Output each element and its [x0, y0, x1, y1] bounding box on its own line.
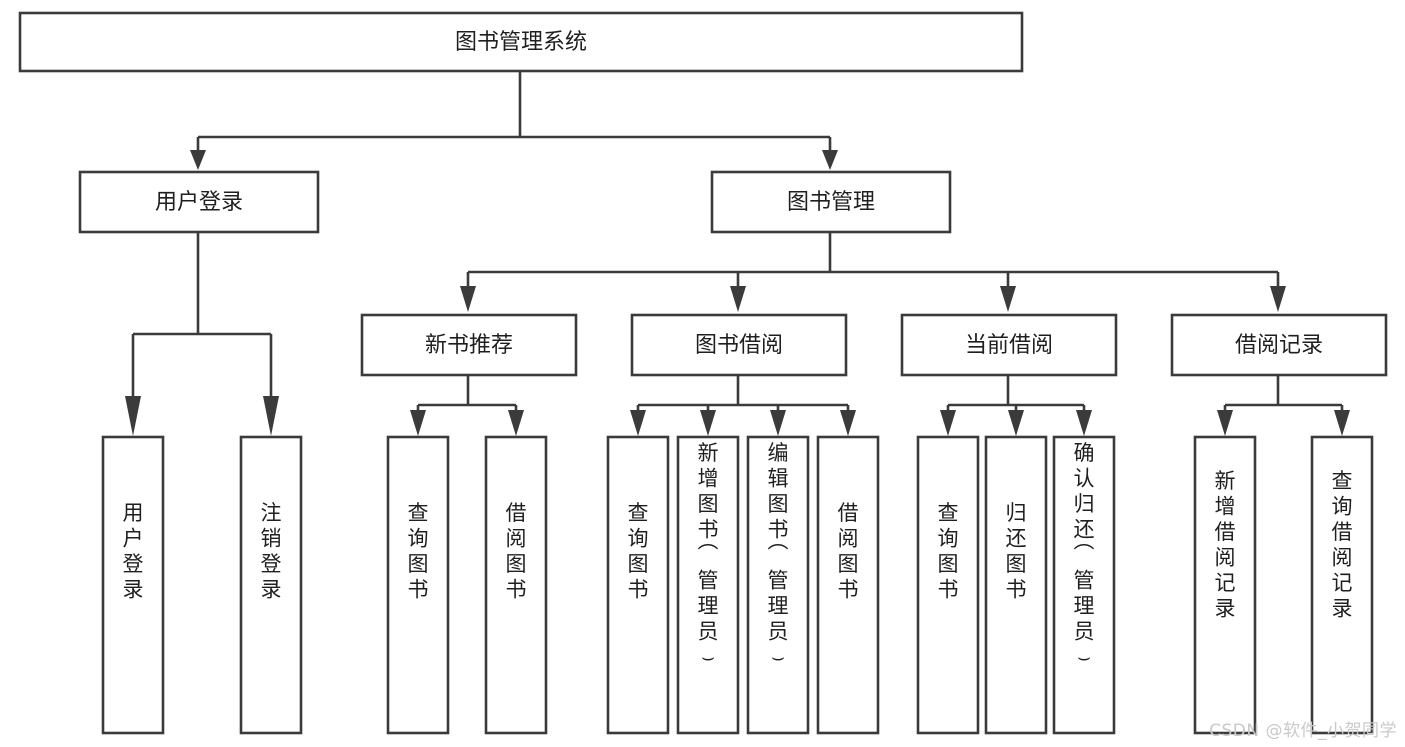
node-book-borrow-label: 图书借阅: [695, 333, 783, 358]
arrow-head-leaf-borrow-book-1: [508, 410, 524, 436]
node-leaf-query-book-1[interactable]: 查询图书: [386, 435, 450, 735]
node-leaf-edit-book-box[interactable]: [746, 435, 810, 735]
arrow-head-borrow-record: [1270, 286, 1286, 312]
node-root[interactable]: 图书管理系统: [18, 11, 1024, 73]
node-leaf-query-book-1-box[interactable]: [386, 435, 450, 735]
arrow-head-leaf-add-record: [1217, 410, 1233, 436]
arrow-head-leaf-query-record: [1334, 410, 1350, 436]
node-leaf-logout[interactable]: 注销登录: [239, 435, 303, 735]
node-book-manage-box[interactable]: [710, 170, 952, 234]
node-leaf-add-book-label: 新增图书⌒管理员⌣: [698, 441, 719, 669]
node-leaf-return-book[interactable]: 归还图书: [984, 435, 1048, 735]
node-book-borrow-box[interactable]: [630, 313, 848, 377]
arrow-head-user-login: [190, 150, 206, 170]
node-leaf-query-book-1-label: 查询图书: [408, 501, 429, 602]
node-leaf-add-record-label: 新增借阅记录: [1215, 469, 1236, 621]
arrow-head-leaf-query-book-1: [410, 410, 426, 436]
node-leaf-add-book-box[interactable]: [676, 435, 740, 735]
node-leaf-query-book-3-box[interactable]: [916, 435, 980, 735]
arrow-head-leaf-return-book: [1008, 410, 1024, 436]
node-leaf-confirm-return-label: 确认归还⌒管理员⌣: [1074, 441, 1095, 669]
node-current-borrow-box[interactable]: [900, 313, 1118, 377]
node-leaf-return-book-label: 归还图书: [1006, 501, 1027, 602]
node-borrow-record-label: 借阅记录: [1235, 333, 1323, 358]
node-leaf-add-record[interactable]: 新增借阅记录: [1193, 435, 1257, 735]
node-new-book-rec-label: 新书推荐: [425, 333, 513, 358]
node-leaf-user-login-label: 用户登录: [123, 501, 144, 602]
node-leaf-borrow-book-1-label: 借阅图书: [506, 501, 527, 602]
node-leaf-borrow-book-1-box[interactable]: [484, 435, 548, 735]
node-leaf-user-login-box[interactable]: [101, 435, 165, 735]
node-leaf-borrow-book-1[interactable]: 借阅图书: [484, 435, 548, 735]
node-leaf-query-record-box[interactable]: [1310, 435, 1374, 735]
node-new-book-rec-box[interactable]: [360, 313, 578, 377]
node-current-borrow[interactable]: 当前借阅: [900, 313, 1118, 377]
connector-layer: [125, 71, 1350, 436]
arrow-head-book-borrow: [730, 286, 746, 312]
node-root-box[interactable]: [18, 11, 1024, 73]
arrow-head-leaf-confirm-return: [1076, 410, 1092, 436]
node-leaf-edit-book[interactable]: 编辑图书⌒管理员⌣: [746, 435, 810, 735]
node-user-login-label: 用户登录: [155, 190, 243, 215]
node-leaf-edit-book-label: 编辑图书⌒管理员⌣: [768, 441, 789, 669]
node-new-book-rec[interactable]: 新书推荐: [360, 313, 578, 377]
node-leaf-logout-label: 注销登录: [261, 501, 282, 602]
node-leaf-user-login[interactable]: 用户登录: [101, 435, 165, 735]
arrow-head-leaf-edit-book: [770, 410, 786, 436]
node-user-login[interactable]: 用户登录: [78, 170, 320, 234]
node-leaf-confirm-return[interactable]: 确认归还⌒管理员⌣: [1052, 435, 1116, 735]
arrow-head-new-book-rec: [460, 286, 476, 312]
node-leaf-query-book-2[interactable]: 查询图书: [606, 435, 670, 735]
node-book-manage-label: 图书管理: [787, 190, 875, 215]
node-current-borrow-label: 当前借阅: [965, 333, 1053, 358]
node-book-manage[interactable]: 图书管理: [710, 170, 952, 234]
node-leaf-add-record-box[interactable]: [1193, 435, 1257, 735]
node-book-borrow[interactable]: 图书借阅: [630, 313, 848, 377]
arrow-head-book-manage: [822, 150, 838, 170]
arrow-head-leaf-logout: [263, 396, 279, 436]
node-leaf-query-book-2-label: 查询图书: [628, 501, 649, 602]
node-leaf-borrow-book-2-label: 借阅图书: [838, 501, 859, 602]
csdn-watermark: CSDN @软件_小贺同学: [1209, 721, 1397, 741]
node-leaf-borrow-book-2-box[interactable]: [816, 435, 880, 735]
node-leaf-query-record-label: 查询借阅记录: [1332, 469, 1353, 621]
node-leaf-borrow-book-2[interactable]: 借阅图书: [816, 435, 880, 735]
node-leaf-return-book-box[interactable]: [984, 435, 1048, 735]
arrow-head-leaf-query-book-2: [630, 410, 646, 436]
arrow-head-leaf-add-book: [700, 410, 716, 436]
node-leaf-confirm-return-box[interactable]: [1052, 435, 1116, 735]
node-leaf-query-book-2-box[interactable]: [606, 435, 670, 735]
node-borrow-record[interactable]: 借阅记录: [1170, 313, 1388, 377]
arrow-head-current-borrow: [1000, 286, 1016, 312]
arrow-head-leaf-query-book-3: [940, 410, 956, 436]
node-leaf-query-record[interactable]: 查询借阅记录: [1310, 435, 1374, 735]
node-user-login-box[interactable]: [78, 170, 320, 234]
node-root-label: 图书管理系统: [455, 30, 587, 55]
node-leaf-logout-box[interactable]: [239, 435, 303, 735]
node-leaf-query-book-3[interactable]: 查询图书: [916, 435, 980, 735]
node-borrow-record-box[interactable]: [1170, 313, 1388, 377]
arrow-head-leaf-user-login: [125, 396, 141, 436]
node-leaf-query-book-3-label: 查询图书: [938, 501, 959, 602]
node-leaf-add-book[interactable]: 新增图书⌒管理员⌣: [676, 435, 740, 735]
arrow-head-leaf-borrow-book-2: [840, 410, 856, 436]
